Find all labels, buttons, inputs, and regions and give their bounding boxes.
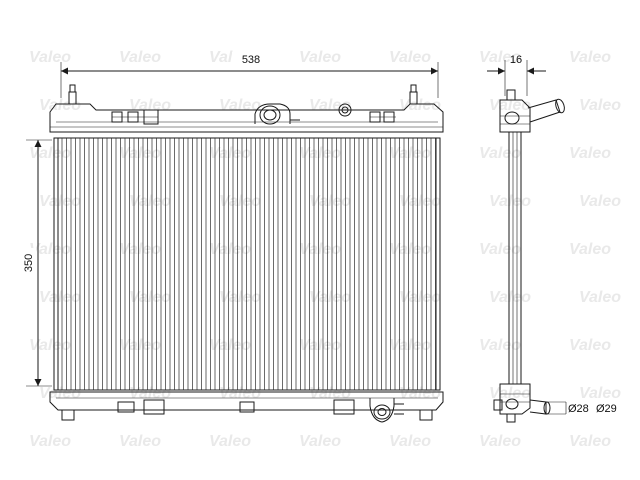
watermark-text: Valeo: [399, 289, 441, 306]
watermark-text: Valeo: [399, 97, 441, 114]
watermark-text: Valeo: [129, 193, 171, 210]
watermark-text: Valeo: [579, 193, 621, 210]
watermark-text: Valeo: [219, 97, 261, 114]
depth-dimension-label: 16: [510, 54, 522, 66]
watermark-text: Valeo: [479, 49, 521, 66]
radiator-side-view: 16: [487, 54, 617, 423]
inlet-diameter-label: Ø28: [568, 403, 589, 415]
watermark-text: Valeo: [29, 337, 71, 354]
top-tank: [49, 84, 444, 133]
watermark-text: Valeo: [569, 433, 611, 450]
watermark-text: Valeo: [219, 193, 261, 210]
watermark-text: Valeo: [389, 49, 431, 66]
watermark-text: Valeo: [119, 49, 161, 66]
watermark-text: Valeo: [219, 289, 261, 306]
depth-dimension: 16: [487, 54, 546, 96]
watermark-text: Valeo: [309, 193, 351, 210]
outlet-diameter-label: Ø29: [596, 403, 617, 415]
watermark-text: Valeo: [399, 193, 441, 210]
watermark-text: Valeo: [39, 289, 81, 306]
height-dimension: 350: [22, 139, 52, 387]
bottom-tank: [49, 391, 444, 423]
watermark-text: Valeo: [489, 289, 531, 306]
watermark-text: Valeo: [479, 337, 521, 354]
watermark-text: Valeo: [129, 97, 171, 114]
watermark-text: Valeo: [579, 289, 621, 306]
watermark-text: Valeo: [219, 385, 261, 402]
watermark-text: Valeo: [489, 193, 531, 210]
watermark-text: Valeo: [129, 289, 171, 306]
watermark-text: Valeo: [479, 145, 521, 162]
watermark-text: Valeo: [569, 337, 611, 354]
height-dimension-label: 350: [23, 254, 35, 272]
watermark-text: Valeo: [29, 433, 71, 450]
radiator-front-view: 538 350: [22, 52, 444, 423]
watermark-text: Valeo: [39, 193, 81, 210]
width-dimension-label: 538: [242, 54, 260, 66]
watermark-text: Valeo: [569, 49, 611, 66]
watermark-text: Valeo: [29, 49, 71, 66]
watermark-text: Valeo: [389, 433, 431, 450]
watermark-text: Valeo: [479, 433, 521, 450]
watermark-text: Valeo: [29, 145, 71, 162]
diameter-callout: Ø28 Ø29: [548, 401, 617, 415]
watermark-text: Valeo: [569, 241, 611, 258]
watermark-text: Valeo: [129, 385, 171, 402]
watermark-text: Valeo: [569, 145, 611, 162]
watermark-text: Valeo: [299, 433, 341, 450]
watermark-text: Valeo: [119, 433, 161, 450]
watermark-text: Valeo: [309, 289, 351, 306]
watermark-text: Valeo: [579, 97, 621, 114]
watermark-text: Valeo: [39, 385, 81, 402]
watermark-text: Valeo: [39, 97, 81, 114]
width-dimension: 538: [60, 52, 439, 98]
watermark-text: Valeo: [309, 97, 351, 114]
watermark-text: Valeo: [209, 433, 251, 450]
watermark-text: Valeo: [299, 49, 341, 66]
radiator-core: [53, 137, 441, 391]
watermark-text: Valeo: [399, 385, 441, 402]
side-bottom-cap: [493, 383, 551, 423]
watermark-text: Valeo: [309, 385, 351, 402]
core-fins: [61, 138, 436, 390]
watermark-text: Valeo: [479, 241, 521, 258]
side-top-cap: [499, 89, 565, 133]
watermark-text: Valeo: [579, 385, 621, 402]
